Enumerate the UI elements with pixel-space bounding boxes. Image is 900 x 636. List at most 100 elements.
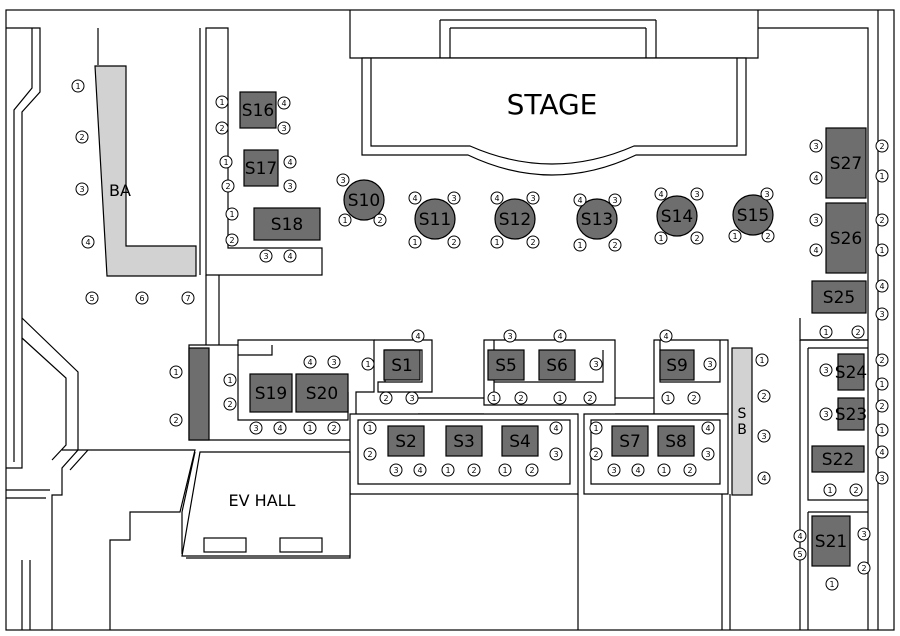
- seat-marker[interactable]: 4: [875, 279, 889, 293]
- table-s8[interactable]: [657, 425, 695, 457]
- seat-marker[interactable]: 2: [447, 235, 461, 249]
- table-s27[interactable]: [825, 127, 867, 199]
- seat-marker[interactable]: 2: [875, 139, 889, 153]
- seat-marker[interactable]: 1: [875, 243, 889, 257]
- seat-marker[interactable]: 4: [659, 329, 673, 343]
- seat-marker[interactable]: 3: [405, 391, 419, 405]
- seat-marker[interactable]: 4: [303, 355, 317, 369]
- seat-marker[interactable]: 3: [857, 527, 871, 541]
- seat-marker[interactable]: 2: [379, 391, 393, 405]
- seat-marker[interactable]: 3: [608, 193, 622, 207]
- table-s24[interactable]: [837, 353, 865, 391]
- seat-marker[interactable]: 4: [553, 329, 567, 343]
- seat-marker[interactable]: 3: [336, 173, 350, 187]
- seat-marker[interactable]: 3: [819, 407, 833, 421]
- table-s2[interactable]: [387, 425, 425, 457]
- seat-marker[interactable]: 1: [661, 391, 675, 405]
- table-s15[interactable]: [732, 194, 774, 236]
- seat-marker[interactable]: 3: [526, 191, 540, 205]
- seat-marker[interactable]: 2: [857, 561, 871, 575]
- seat-marker[interactable]: 3: [701, 447, 715, 461]
- seat-marker[interactable]: 4: [757, 471, 771, 485]
- seat-marker[interactable]: 3: [589, 357, 603, 371]
- seat-marker[interactable]: 4: [81, 235, 95, 249]
- seat-marker[interactable]: 3: [875, 307, 889, 321]
- seat-marker[interactable]: 2: [875, 213, 889, 227]
- table-s19[interactable]: [249, 373, 293, 413]
- table-s21[interactable]: [811, 515, 851, 567]
- seat-marker[interactable]: 4: [549, 421, 563, 435]
- seat-marker[interactable]: 2: [75, 130, 89, 144]
- seat-marker[interactable]: 4: [809, 171, 823, 185]
- table-s17[interactable]: [243, 149, 279, 187]
- seat-marker[interactable]: 4: [654, 187, 668, 201]
- seat-marker[interactable]: 4: [411, 329, 425, 343]
- seat-marker[interactable]: 2: [373, 213, 387, 227]
- seat-marker[interactable]: 1: [219, 155, 233, 169]
- table-s9[interactable]: [659, 349, 695, 381]
- seat-marker[interactable]: 4: [277, 96, 291, 110]
- seat-marker[interactable]: 2: [169, 413, 183, 427]
- seat-marker[interactable]: 1: [363, 421, 377, 435]
- seat-marker[interactable]: 3: [819, 363, 833, 377]
- seat-marker[interactable]: 2: [608, 238, 622, 252]
- seat-marker[interactable]: 2: [221, 179, 235, 193]
- table-s12[interactable]: [494, 198, 536, 240]
- table-s13[interactable]: [576, 198, 618, 240]
- seat-marker[interactable]: 4: [631, 463, 645, 477]
- seat-marker[interactable]: 1: [71, 79, 85, 93]
- seat-marker[interactable]: 1: [875, 423, 889, 437]
- seat-marker[interactable]: 1: [215, 95, 229, 109]
- table-s7[interactable]: [611, 425, 649, 457]
- seat-marker[interactable]: 1: [487, 391, 501, 405]
- table-s10[interactable]: [343, 179, 385, 221]
- seat-marker[interactable]: 2: [875, 399, 889, 413]
- seat-marker[interactable]: 3: [607, 463, 621, 477]
- seat-marker[interactable]: 2: [526, 235, 540, 249]
- seat-marker[interactable]: 2: [225, 233, 239, 247]
- table-s11[interactable]: [414, 198, 456, 240]
- seat-marker[interactable]: 3: [283, 179, 297, 193]
- seat-marker[interactable]: 4: [809, 243, 823, 257]
- seat-marker[interactable]: 2: [514, 391, 528, 405]
- table-s6[interactable]: [538, 349, 576, 381]
- seat-marker[interactable]: 1: [755, 353, 769, 367]
- seat-marker[interactable]: 1: [875, 377, 889, 391]
- seat-marker[interactable]: 1: [441, 463, 455, 477]
- table-s26[interactable]: [825, 202, 867, 274]
- table-s5[interactable]: [487, 349, 525, 381]
- seat-marker[interactable]: 2: [875, 353, 889, 367]
- seat-marker[interactable]: 1: [573, 238, 587, 252]
- seat-marker[interactable]: 3: [503, 329, 517, 343]
- seat-marker[interactable]: 2: [687, 391, 701, 405]
- seat-marker[interactable]: 3: [389, 463, 403, 477]
- seat-marker[interactable]: 5: [85, 291, 99, 305]
- seat-marker[interactable]: 3: [259, 249, 273, 263]
- seat-marker[interactable]: 4: [701, 421, 715, 435]
- seat-marker[interactable]: 2: [761, 229, 775, 243]
- seat-marker[interactable]: 2: [363, 447, 377, 461]
- seat-marker[interactable]: 1: [553, 391, 567, 405]
- seat-marker[interactable]: 2: [525, 463, 539, 477]
- table-s4[interactable]: [501, 425, 539, 457]
- seat-marker[interactable]: 1: [728, 229, 742, 243]
- seat-marker[interactable]: 2: [215, 121, 229, 135]
- seat-marker[interactable]: 3: [809, 139, 823, 153]
- seat-marker[interactable]: 1: [225, 207, 239, 221]
- seat-marker[interactable]: 4: [573, 193, 587, 207]
- seat-marker[interactable]: 2: [589, 447, 603, 461]
- seat-marker[interactable]: 3: [447, 191, 461, 205]
- seat-marker[interactable]: 1: [338, 213, 352, 227]
- seat-marker[interactable]: 3: [327, 355, 341, 369]
- seat-marker[interactable]: 2: [583, 391, 597, 405]
- seat-marker[interactable]: 4: [283, 155, 297, 169]
- seat-marker[interactable]: 7: [181, 291, 195, 305]
- seat-marker[interactable]: 3: [249, 421, 263, 435]
- seat-marker[interactable]: 4: [793, 529, 807, 543]
- table-s22[interactable]: [811, 445, 865, 473]
- seat-marker[interactable]: 4: [490, 191, 504, 205]
- seat-marker[interactable]: 2: [849, 483, 863, 497]
- seat-marker[interactable]: 3: [277, 121, 291, 135]
- seat-marker[interactable]: 1: [819, 325, 833, 339]
- seat-marker[interactable]: 1: [408, 235, 422, 249]
